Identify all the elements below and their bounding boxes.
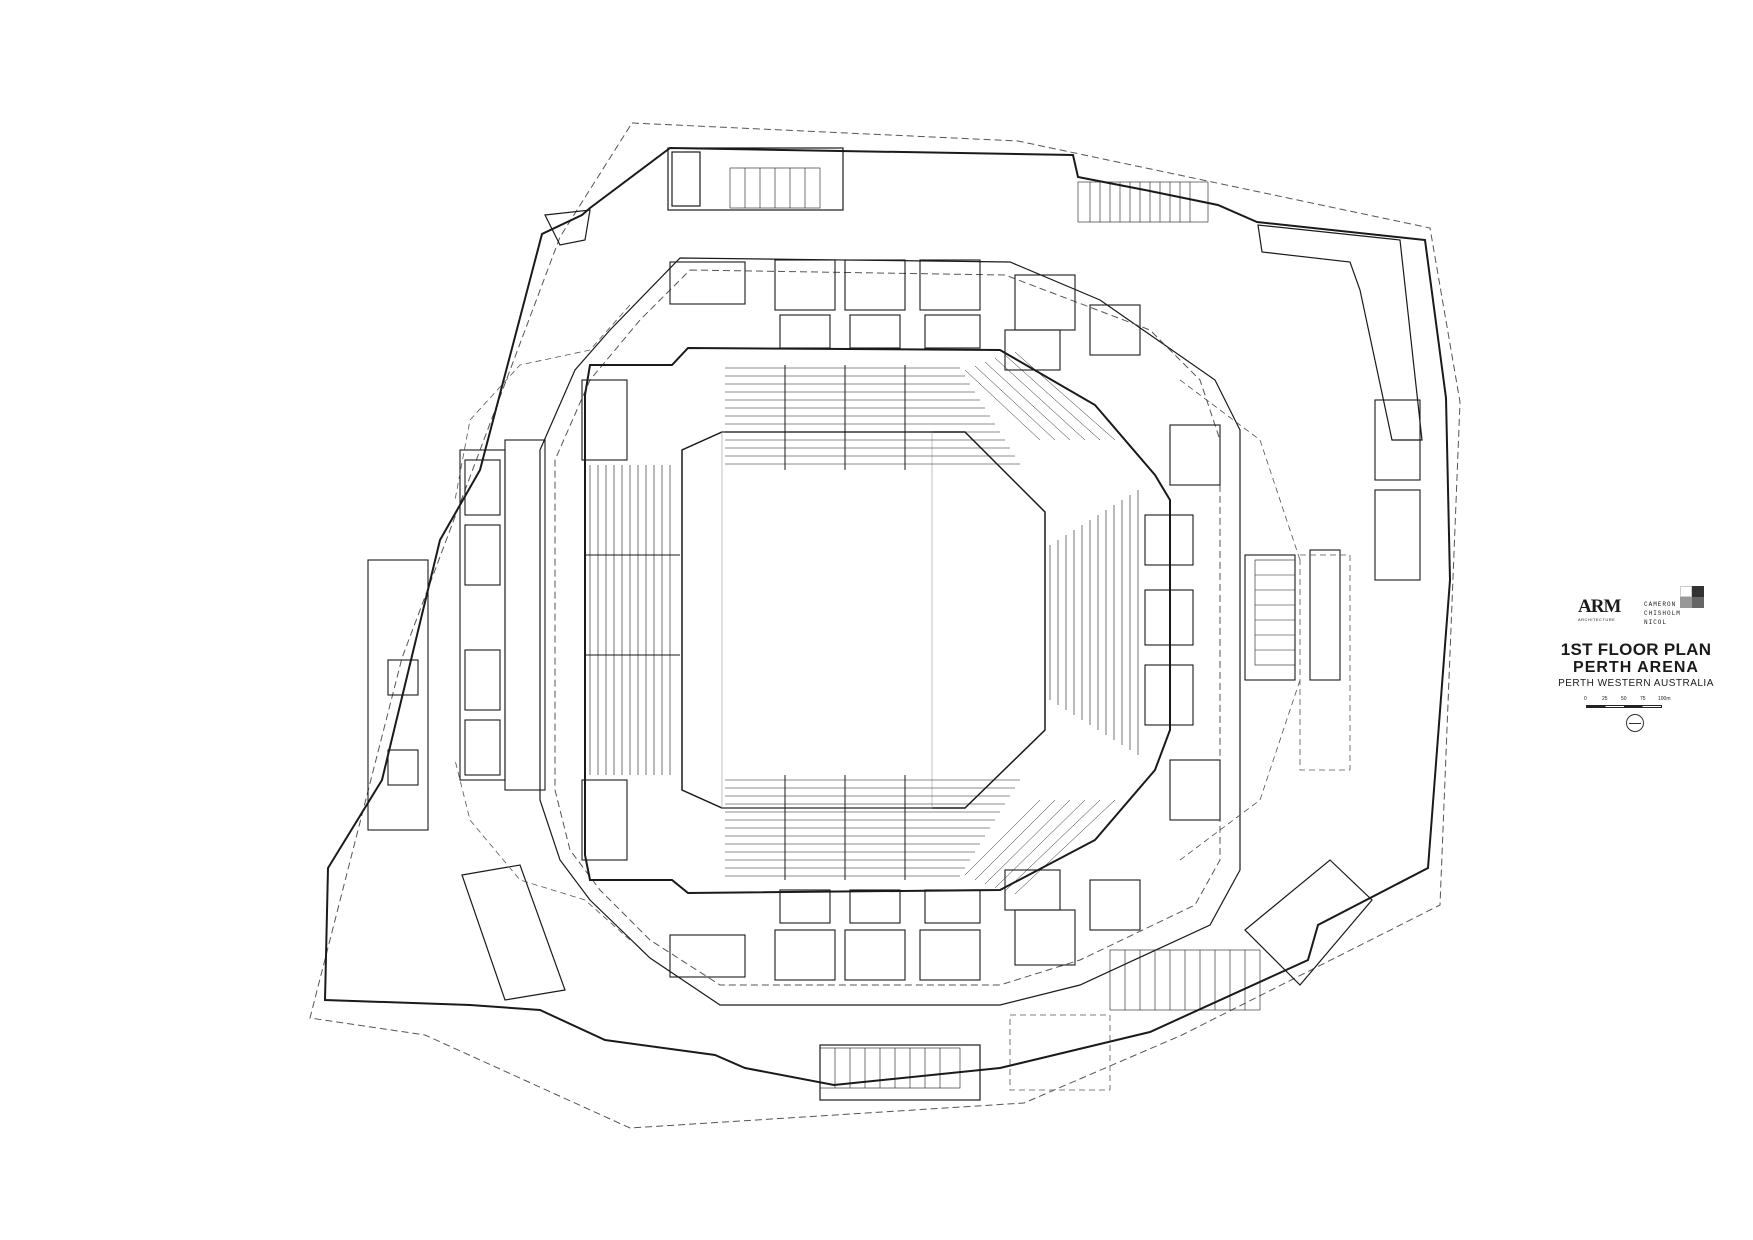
internal-dashes: [454, 304, 1351, 1091]
seating-south: [725, 779, 1020, 877]
logos: ARM ARCHITECTURE CAMERON CHISHOLM NICOL: [1548, 582, 1724, 626]
project-location: PERTH WESTERN AUSTRALIA: [1558, 678, 1714, 689]
scale-label: 25: [1602, 696, 1608, 702]
stairs: [729, 167, 1296, 1089]
scale-bar: 0 25 50 75 100m: [1548, 691, 1724, 717]
ccn-logo-text: CAMERON CHISHOLM NICOL: [1644, 600, 1704, 627]
arena-floor: [681, 431, 1046, 809]
scale-label: 100m: [1658, 696, 1671, 702]
concourse-wall: [539, 257, 1241, 1006]
seating-north: [725, 367, 1020, 465]
ccn-line: CAMERON: [1644, 601, 1677, 608]
entry-blocks: [461, 147, 1423, 1101]
scale-bar-graphic: [1586, 705, 1662, 708]
seating-bowl-outer: [584, 346, 1171, 895]
scale-label: 0: [1584, 696, 1587, 702]
scale-label: 75: [1640, 696, 1646, 702]
north-arrow-icon: [1626, 714, 1644, 732]
north-suites: [669, 259, 1141, 371]
seating-west: [589, 465, 671, 775]
seating-east: [1049, 490, 1139, 755]
stage-floor-inner: [721, 431, 933, 809]
title-block: ARM ARCHITECTURE CAMERON CHISHOLM NICOL …: [1548, 582, 1724, 732]
arm-logo-sub: ARCHITECTURE: [1578, 617, 1616, 622]
west-rooms: [367, 379, 628, 861]
plan-title: 1ST FLOOR PLAN: [1560, 640, 1712, 659]
ccn-line: NICOL: [1644, 619, 1668, 626]
seating-corners: [964, 351, 1116, 895]
south-suites: [669, 869, 1141, 981]
concourse-ring: [554, 269, 1221, 986]
project-name: PERTH ARENA: [1573, 659, 1699, 676]
site-boundary: [309, 122, 1461, 1129]
aisles: [585, 365, 906, 880]
east-rooms: [1144, 399, 1421, 821]
scale-label: 50: [1621, 696, 1627, 702]
ccn-line: CHISHOLM: [1644, 610, 1681, 617]
building-outline: [323, 146, 1452, 1087]
ccn-logo-icon: [1680, 586, 1704, 608]
arm-logo: ARM: [1578, 596, 1621, 617]
